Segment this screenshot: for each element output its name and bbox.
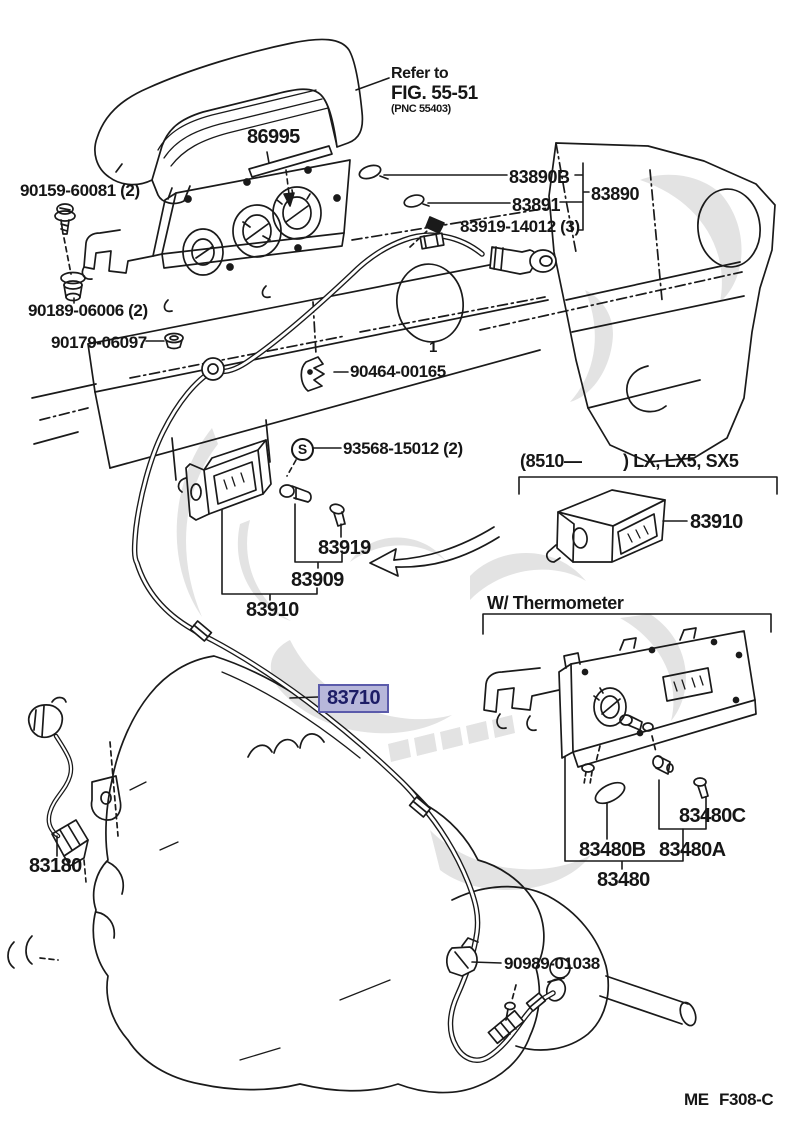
callout-1: 1 bbox=[429, 339, 437, 356]
highlighted-part-83710[interactable]: 83710 bbox=[318, 684, 390, 713]
label-90464-00165: 90464-00165 bbox=[350, 362, 446, 381]
cable-clamp-90989 bbox=[446, 937, 517, 1021]
label-90989-01038: 90989-01038 bbox=[504, 954, 600, 973]
label-83919: 83919 bbox=[318, 537, 371, 559]
speedometer-unit-lx bbox=[545, 489, 666, 563]
variant-note-suffix: ) LX, LX5, SX5 bbox=[623, 451, 739, 471]
leader-lines bbox=[56, 77, 778, 964]
bulb-83891 bbox=[403, 194, 430, 208]
refer-note-line3: (PNC 55403) bbox=[391, 103, 451, 115]
s-screw-symbol: S bbox=[291, 438, 314, 461]
grommet-90189 bbox=[60, 271, 86, 302]
label-83480b: 83480B bbox=[579, 839, 646, 861]
label-83909: 83909 bbox=[291, 569, 344, 591]
bulb-socket-83909 bbox=[279, 484, 312, 503]
speed-sensor-83180 bbox=[27, 696, 122, 867]
speedometer-head bbox=[177, 439, 272, 521]
label-83891: 83891 bbox=[512, 195, 561, 215]
label-93568-15012: 93568-15012 (2) bbox=[343, 439, 463, 458]
label-83480: 83480 bbox=[597, 869, 650, 891]
engine-transmission bbox=[7, 655, 697, 1094]
thermometer-bulb-parts bbox=[581, 735, 709, 805]
label-83919-14012: 83919-14012 (3) bbox=[460, 217, 580, 236]
firewall-grommet bbox=[201, 357, 225, 381]
label-83910-lx: 83910 bbox=[690, 511, 743, 533]
screw-90159 bbox=[54, 203, 76, 275]
label-83480c: 83480C bbox=[679, 805, 746, 827]
label-83180: 83180 bbox=[29, 855, 82, 877]
curved-arrow bbox=[369, 526, 500, 577]
label-83890: 83890 bbox=[591, 184, 640, 204]
label-83890b: 83890B bbox=[509, 167, 570, 187]
bulb-83890b bbox=[358, 164, 389, 180]
refer-note-line1: Refer to bbox=[391, 65, 449, 82]
grommet-90179 bbox=[164, 332, 184, 350]
speedometer-cable bbox=[131, 232, 556, 1063]
refer-note-line2: FIG. 55-51 bbox=[391, 83, 478, 104]
cable-ferrules bbox=[189, 620, 547, 1045]
label-90179-06097: 90179-06097 bbox=[51, 333, 147, 352]
screw-83919 bbox=[329, 503, 346, 527]
label-83480a: 83480A bbox=[659, 839, 726, 861]
variant-note-prefix: (8510— bbox=[520, 451, 582, 471]
label-86995: 86995 bbox=[247, 126, 300, 148]
label-90189-06006: 90189-06006 (2) bbox=[28, 301, 148, 320]
label-83910: 83910 bbox=[246, 599, 299, 621]
instrument-cluster bbox=[81, 159, 351, 313]
trim-strip bbox=[248, 145, 333, 178]
section-thermometer-heading: W/ Thermometer bbox=[487, 593, 624, 613]
thermometer-cluster bbox=[483, 627, 757, 768]
figure-code: ME F308-C bbox=[684, 1090, 774, 1109]
dashboard-panel bbox=[31, 142, 776, 481]
label-90159-60081: 90159-60081 (2) bbox=[20, 181, 140, 200]
meter-hood bbox=[94, 38, 364, 205]
cable-connector bbox=[419, 232, 557, 275]
